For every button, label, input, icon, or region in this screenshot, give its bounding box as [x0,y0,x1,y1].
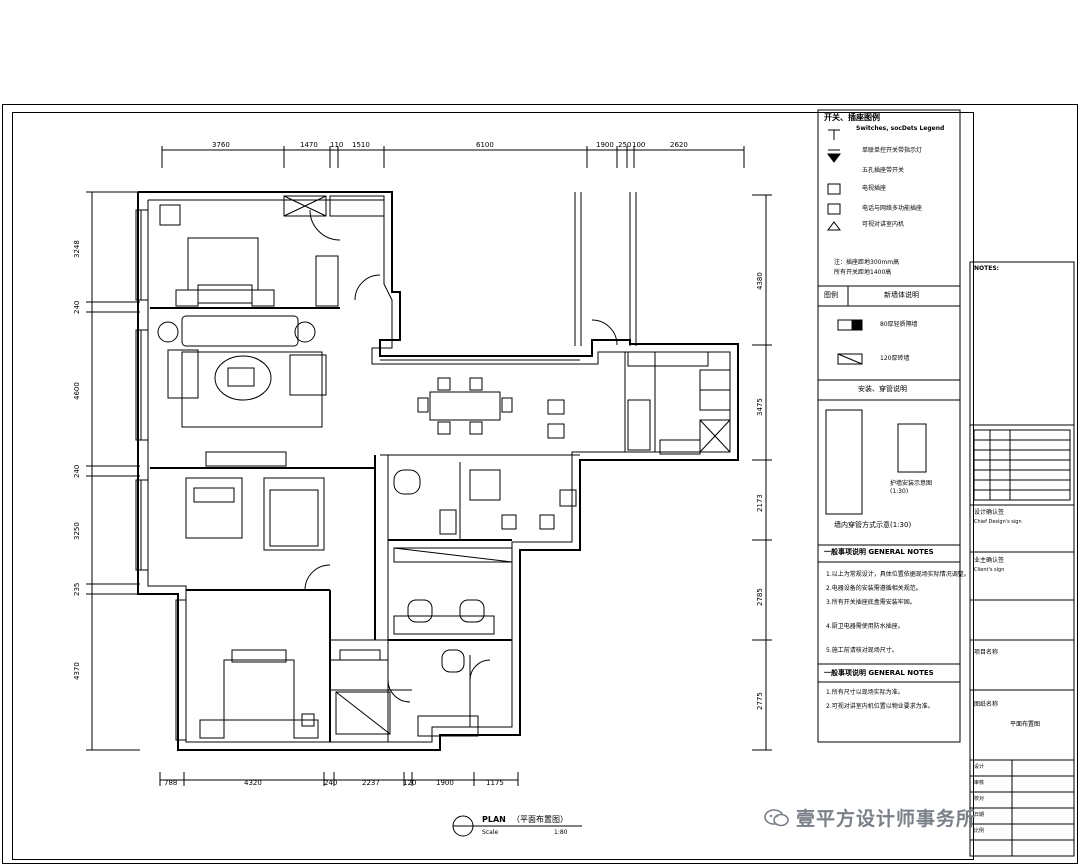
drawing-name: 平面布置图 [1010,721,1041,728]
general-note-2-2: 2.可视对讲室内机位置以物业要求为准。 [826,703,934,710]
dim-top-7: 250 [618,141,632,149]
legend-item-1: 单联单控开关带指示灯 [862,147,923,154]
footer-row-3: 校对 [974,796,985,802]
plan-title: PLAN [482,815,506,824]
footer-row-2: 审核 [974,780,985,786]
legend-header-en: Switches, socDets Legend [856,125,945,132]
dim-right-2: 3475 [756,398,764,416]
designer-sign-en: Chief Design's sign [974,519,1022,525]
general-notes-2-title: 一般事项说明 GENERAL NOTES [824,669,934,677]
materials-item-2: 120厚砖墙 [880,355,910,362]
dim-bottom-4: 2237 [362,779,380,787]
install-title: 安装、穿管说明 [858,385,907,393]
legend-item-5: 可视对讲室内机 [862,221,905,228]
chat-icon [764,808,790,828]
dim-right-5: 2775 [756,692,764,710]
dim-bottom-5: 120 [403,779,417,787]
legend-item-3: 电视插座 [862,185,887,192]
dim-right-3: 2173 [756,494,764,512]
dim-left-5: 3250 [73,522,81,540]
dim-top-4: 1510 [352,141,370,149]
drawing-label: 图纸名称 [974,701,999,708]
footer-row-5: 比例 [974,828,985,834]
general-note-1-2: 2.电器设备的安装需遵循相关规范。 [826,585,922,592]
general-note-1-1: 1.以上为常规设计，具体位置依据现场实际情况调整。 [826,571,970,578]
notes-label: NOTES: [974,265,1000,272]
legend-item-2: 五孔插座带开关 [862,167,905,174]
dim-top-8: 100 [632,141,646,149]
dim-left-1: 3248 [73,240,81,258]
legend-note-1: 注：插座距地300mm高 [834,259,900,266]
general-notes-1-title: 一般事项说明 GENERAL NOTES [824,548,934,556]
install-caption-1: 墙内穿管方式示意(1:30) [834,521,912,529]
dim-right-4: 2785 [756,588,764,606]
general-note-1-5: 5.施工前请核对现场尺寸。 [826,647,898,654]
dim-left-6: 235 [73,582,81,596]
dim-left-2: 240 [73,300,81,314]
dim-left-4: 240 [73,464,81,478]
dim-top-5: 6100 [476,141,494,149]
plan-subtitle: （平面布置图） [512,815,568,824]
client-sign-cn: 业主确认签 [974,557,1005,564]
dim-top-2: 1470 [300,141,318,149]
dim-top-9: 2620 [670,141,688,149]
materials-title: 新墙体说明 [884,291,919,299]
legend-note-2: 所有开关距地1400高 [834,269,892,276]
dim-right-1: 4380 [756,272,764,290]
dim-left-7: 4370 [73,662,81,680]
general-note-2-1: 1.所有尺寸以现场实际为准。 [826,689,904,696]
watermark: 壹平方设计师事务所 [764,804,976,831]
dim-bottom-2: 4320 [244,779,262,787]
project-label: 项目名称 [974,649,999,656]
materials-item-1: 80厚轻质隔墙 [880,321,918,328]
dim-bottom-6: 1900 [436,779,454,787]
dim-top-1: 3760 [212,141,230,149]
dim-bottom-1: 788 [164,779,178,787]
dim-bottom-7: 1175 [486,779,504,787]
install-caption-2: 护墙安装示意图(1:30) [890,480,933,495]
designer-sign-cn: 设计确认签 [974,509,1005,516]
materials-label: 图例 [824,291,838,299]
general-note-1-4: 4.厨卫电器需使用防水插座。 [826,623,904,630]
legend-header-cn: 开关、插座图例 [824,113,880,122]
dim-top-6: 1900 [596,141,614,149]
watermark-text: 壹平方设计师事务所 [796,808,977,830]
client-sign-en: Client's sign [974,567,1005,573]
dim-top-3: 110 [330,141,344,149]
footer-row-1: 设计 [974,764,985,770]
general-note-1-3: 3.所有开关插座底盒需安装牢固。 [826,599,916,606]
dim-bottom-3: 240 [324,779,338,787]
plan-scale-label: Scale [482,829,499,836]
dim-left-3: 4600 [73,382,81,400]
plan-scale-value: 1:80 [554,829,568,836]
legend-item-4: 电话与网络多功能插座 [862,205,923,212]
footer-row-4: 日期 [974,812,985,818]
